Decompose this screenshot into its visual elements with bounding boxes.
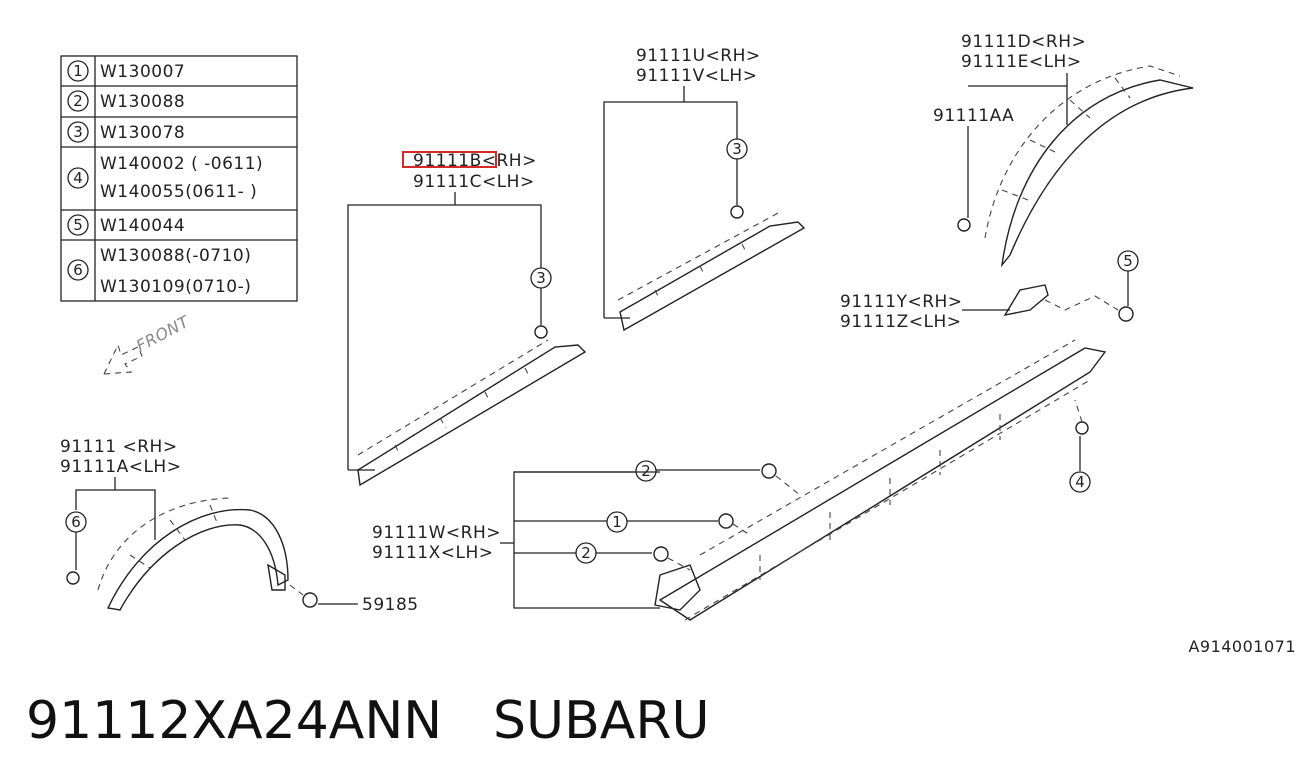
callout-wheel-lh: 91111A<LH> (60, 457, 181, 477)
callout-bracket-lh: 91111Z<LH> (840, 312, 961, 332)
row-number: 4 (73, 169, 83, 187)
row-part-code: W140055(0611- ) (100, 182, 257, 202)
callout-fender-rh: 91111D<RH> (961, 32, 1086, 52)
ref-circle: 6 (71, 513, 81, 531)
row-part-code: W130078 (100, 123, 185, 143)
clip-icon (66, 571, 80, 585)
row-number: 2 (73, 92, 83, 110)
ref-circle: 1 (612, 513, 622, 531)
table-row: 6 W130088(-0710) W130109(0710-) (67, 246, 251, 297)
row-part-code: W130088(-0710) (100, 246, 251, 266)
ref-circle: 3 (732, 140, 742, 158)
row-part-code: W140044 (100, 216, 185, 236)
row-part-code: W130109(0710-) (100, 277, 251, 297)
bracket: 91111Y<RH> 91111Z<LH> 5 (840, 250, 1139, 332)
ref-circle: 5 (1123, 252, 1133, 270)
clip-icon (1118, 306, 1134, 322)
ref-circle: 2 (581, 544, 591, 562)
ref-circle: 2 (641, 462, 651, 480)
row-number: 3 (73, 123, 83, 141)
callout-bracket-rh: 91111Y<RH> (840, 292, 963, 312)
row-number: 5 (73, 216, 83, 234)
diagram-code: A914001071 (1188, 637, 1296, 656)
callout-upper-lh: 91111V<LH> (636, 66, 757, 86)
brand-name: SUBARU (493, 691, 710, 751)
table-row: 2 W130088 (67, 90, 185, 112)
ref-circle: 4 (1075, 473, 1085, 491)
clip-icon (957, 218, 971, 232)
clip-icon (1075, 421, 1089, 435)
rocker-panel: 91111W<RH> 91111X<LH> 2 1 2 4 (372, 339, 1107, 621)
clip-icon (302, 592, 318, 608)
callout-fender-lh: 91111E<LH> (961, 52, 1082, 72)
callout-mid-lh: 91111C<LH> (413, 172, 535, 192)
callout-rocker-rh: 91111W<RH> (372, 523, 501, 543)
front-label: FRONT (133, 312, 193, 356)
table-row: 1 W130007 (67, 60, 185, 82)
callout-clip: 59185 (362, 595, 419, 615)
highlight-box (402, 151, 497, 168)
clip-icon (718, 513, 734, 529)
ref-circle: 3 (536, 269, 546, 287)
row-number: 6 (73, 261, 83, 279)
parts-table: 1 W130007 2 W130088 3 W130078 4 W140002 … (60, 55, 298, 302)
clip-icon (730, 205, 744, 219)
middle-molding: 91111B<RH> 91111C<LH> 3 (347, 151, 587, 487)
clip-icon (534, 325, 548, 339)
row-part-code: W140002 ( -0611) (100, 154, 263, 174)
clip-icon (761, 463, 777, 479)
callout-wheel-rh: 91111 <RH> (60, 437, 178, 457)
table-row: 3 W130078 (67, 121, 185, 143)
callout-rocker-lh: 91111X<LH> (372, 543, 493, 563)
callout-mid-rh: 91111B<RH> (413, 151, 537, 171)
row-part-code: W130088 (100, 92, 185, 112)
callout-upper-rh: 91111U<RH> (636, 46, 761, 66)
clip-icon (653, 546, 669, 562)
table-row: 5 W140044 (67, 214, 185, 236)
table-row: 4 W140002 ( -0611) W140055(0611- ) (67, 154, 263, 202)
wheel-arch: 91111 <RH> 91111A<LH> 6 59185 (60, 437, 419, 615)
row-number: 1 (73, 62, 83, 80)
row-part-code: W130007 (100, 62, 185, 82)
front-arrow-icon: FRONT (103, 312, 193, 375)
callout-fender-aa: 91111AA (933, 106, 1014, 126)
upper-molding: 91111U<RH> 91111V<LH> 3 (603, 46, 806, 332)
fender-flare: 91111D<RH> 91111E<LH> 91111AA (933, 32, 1194, 268)
part-number: 91112XA24ANN (26, 691, 442, 751)
